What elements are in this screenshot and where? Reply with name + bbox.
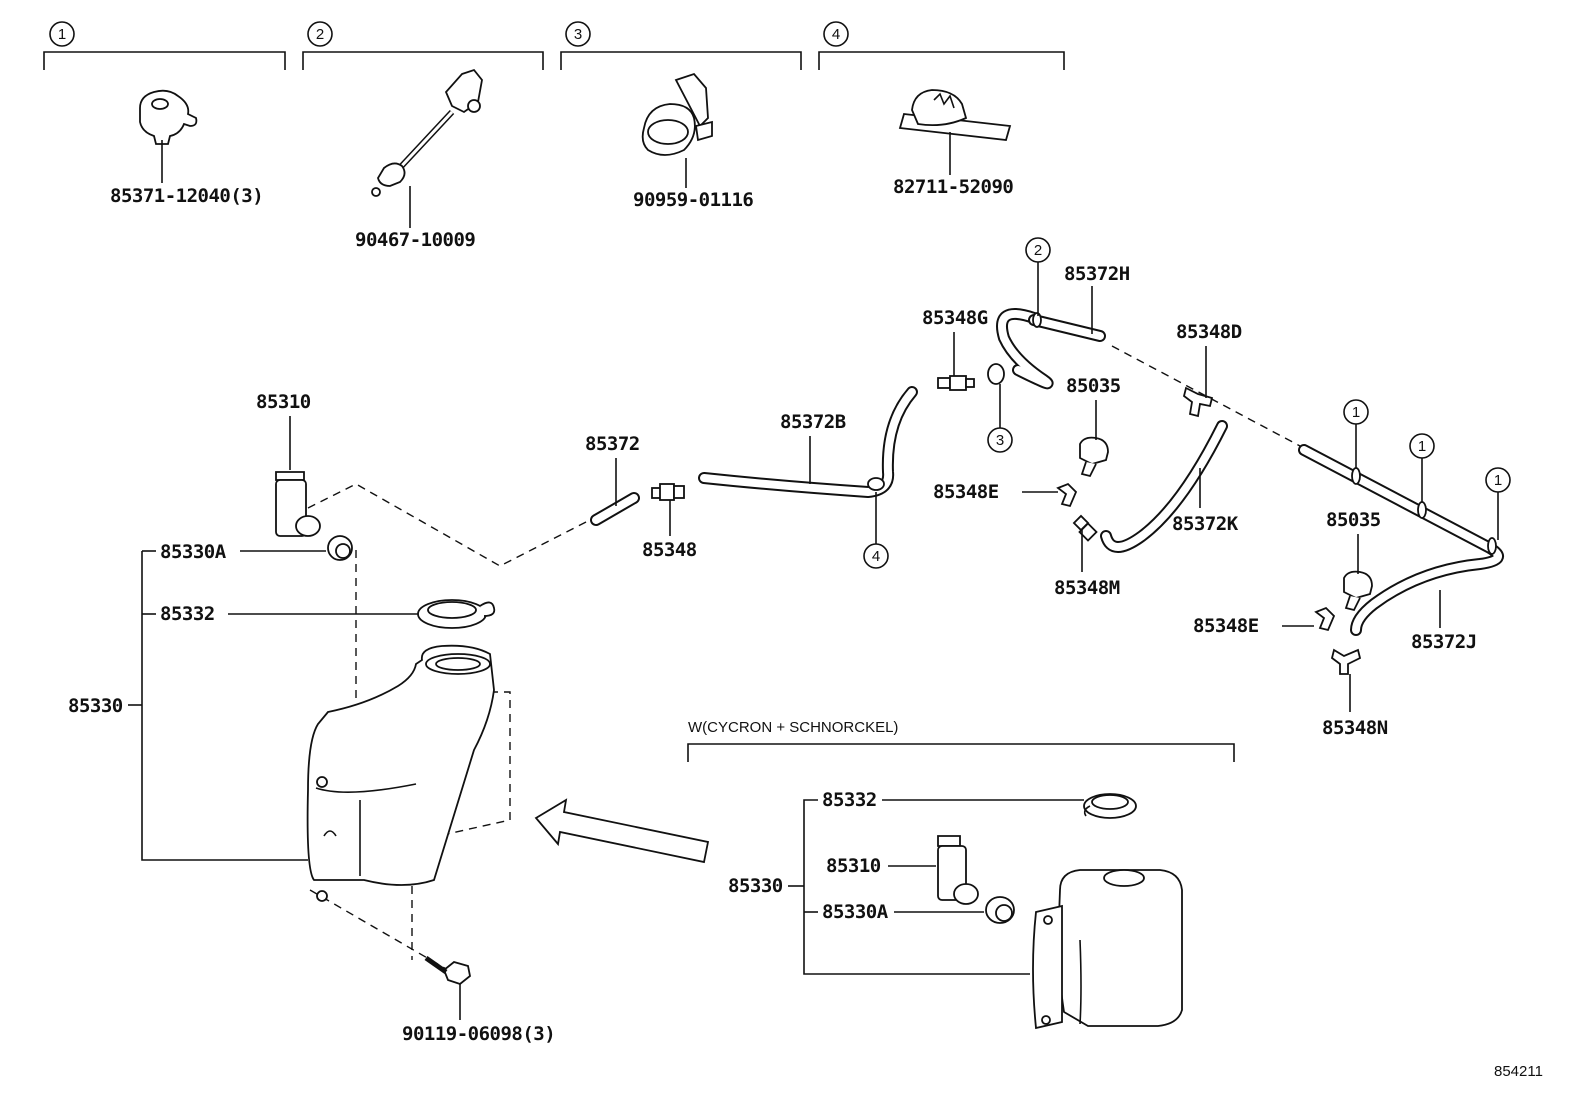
variant-grommet-85330A xyxy=(985,896,1015,924)
label-85348D: 85348D xyxy=(1176,321,1242,343)
label-85310: 85310 xyxy=(256,391,311,413)
label-85330: 85330 xyxy=(68,695,123,717)
label-85035-b: 85035 xyxy=(1326,509,1381,531)
group-3: 3 90959-01116 xyxy=(560,21,802,211)
group-2: 2 90467-10009 xyxy=(302,21,544,251)
variant-pump-85310 xyxy=(937,835,979,905)
diagram-id: 854211 xyxy=(1494,1063,1543,1080)
nozzle-85035-a xyxy=(1079,436,1109,478)
hose-85372H xyxy=(996,308,1106,390)
grommet-85330A xyxy=(327,535,353,561)
callout-1-b: 1 xyxy=(1418,438,1426,455)
callout-4: 4 xyxy=(872,548,880,565)
variant-cap-85332 xyxy=(1083,793,1137,819)
washer-tank xyxy=(306,644,495,902)
variant-label-85330: 85330 xyxy=(728,875,783,897)
label-85035-a: 85035 xyxy=(1066,375,1121,397)
nozzle-85035-b xyxy=(1343,570,1373,612)
hose-85372B xyxy=(698,386,918,499)
elbow-85348E-b xyxy=(1314,606,1336,632)
variant-label-85332: 85332 xyxy=(822,789,877,811)
group-1-number: 1 xyxy=(58,26,66,43)
group-1: 1 85371-12040(3) xyxy=(43,21,286,207)
clip-holder-part xyxy=(641,72,713,156)
label-85372J: 85372J xyxy=(1411,631,1477,653)
label-85372H: 85372H xyxy=(1064,263,1130,285)
variant-washer-tank xyxy=(1032,869,1183,1030)
label-85332: 85332 xyxy=(160,603,215,625)
hose-clamp-rod-part xyxy=(371,68,483,197)
label-85348E-b: 85348E xyxy=(1193,615,1259,637)
group-4-number: 4 xyxy=(832,26,840,43)
variant-label-85330A: 85330A xyxy=(822,901,889,923)
connector-85348N xyxy=(1330,648,1362,675)
pointer-arrow xyxy=(534,798,710,864)
part-label-90467: 90467-10009 xyxy=(355,229,475,251)
variant-label-85310: 85310 xyxy=(826,855,881,877)
callout-1-c: 1 xyxy=(1494,472,1502,489)
connector-85348G xyxy=(937,375,975,391)
label-85348: 85348 xyxy=(642,539,697,561)
clamp-strap-part xyxy=(898,89,1012,141)
pump-85310 xyxy=(275,471,321,537)
part-label-85371: 85371-12040(3) xyxy=(110,185,263,207)
label-85348E-a: 85348E xyxy=(933,481,999,503)
label-85372: 85372 xyxy=(585,433,640,455)
label-85348G: 85348G xyxy=(922,307,988,329)
group-3-number: 3 xyxy=(574,26,582,43)
nozzle-clip-part xyxy=(139,89,198,145)
connector-85348D xyxy=(1182,386,1214,418)
cap-85332 xyxy=(417,599,496,629)
label-85348N: 85348N xyxy=(1322,717,1388,739)
callout-2: 2 xyxy=(1034,242,1042,259)
label-90119: 90119-06098(3) xyxy=(402,1023,555,1045)
variant-title: W(CYCRON + SCHNORCKEL) xyxy=(688,719,898,736)
label-85330A: 85330A xyxy=(160,541,227,563)
label-85372B: 85372B xyxy=(780,411,846,433)
part-label-82711: 82711-52090 xyxy=(893,176,1013,198)
connector-85348 xyxy=(651,483,685,501)
connector-85348M xyxy=(1072,514,1098,542)
elbow-85348E-a xyxy=(1056,482,1078,508)
label-85348M: 85348M xyxy=(1054,577,1120,599)
group-2-number: 2 xyxy=(316,26,324,43)
label-85372K: 85372K xyxy=(1172,513,1239,535)
bolt-90119 xyxy=(424,955,471,986)
part-label-90959: 90959-01116 xyxy=(633,189,753,211)
callout-1-a: 1 xyxy=(1352,404,1360,421)
callout-3: 3 xyxy=(996,432,1004,449)
group-4: 4 82711-52090 xyxy=(818,21,1065,198)
